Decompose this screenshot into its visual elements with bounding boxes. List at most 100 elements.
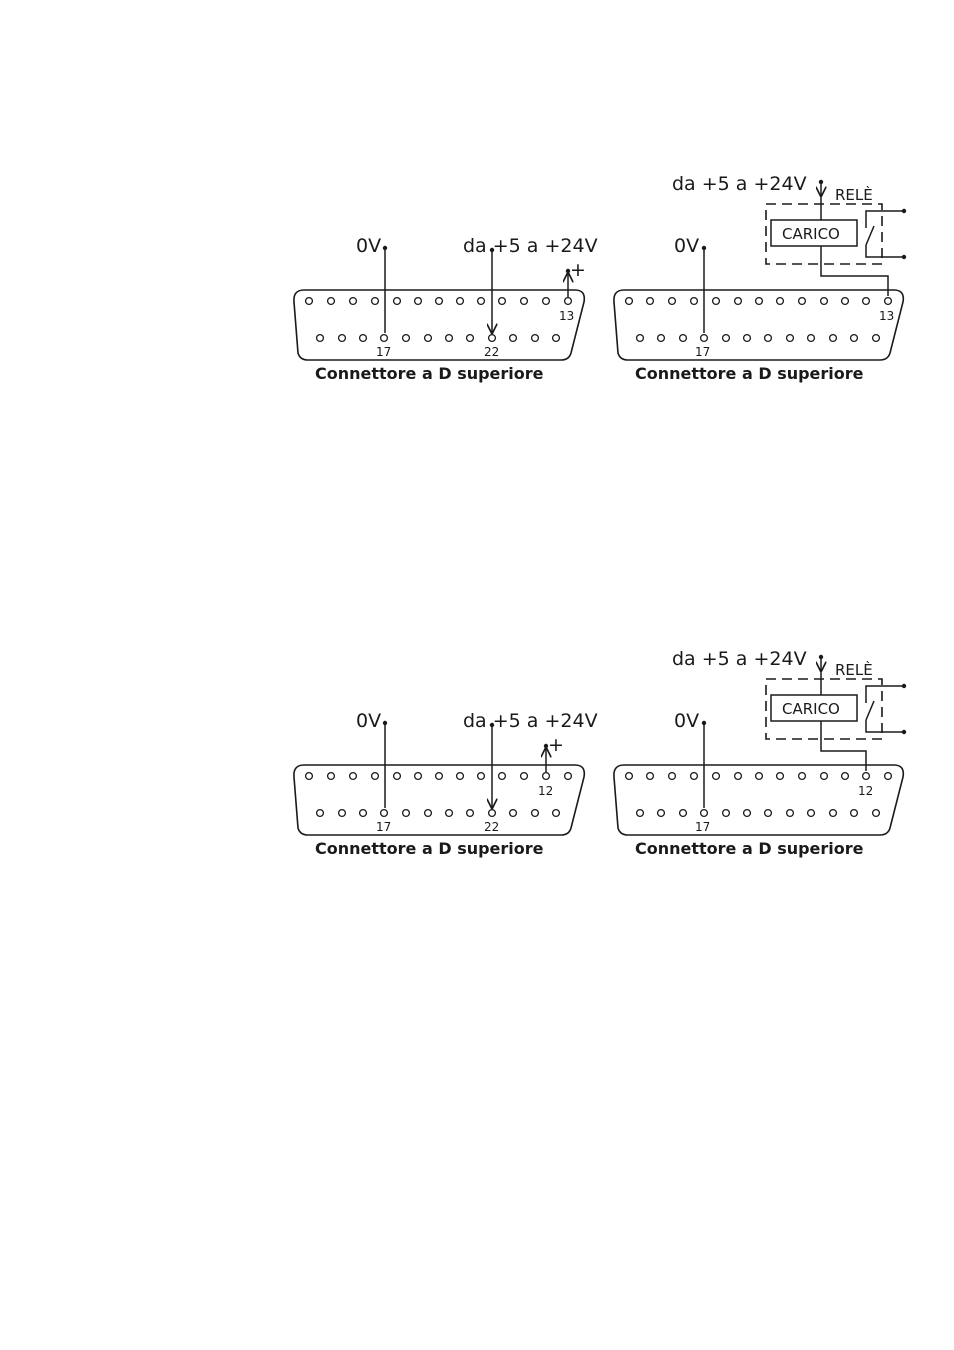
connector-pin <box>370 771 380 781</box>
top-pin-row <box>304 296 573 306</box>
output-terminal <box>565 268 571 274</box>
connector-pin <box>645 771 655 781</box>
ground-label: 0V <box>674 710 699 732</box>
supply-label: da +5 a +24V <box>463 710 598 732</box>
contact-terminal <box>901 683 907 689</box>
connector-pin <box>819 771 829 781</box>
pin-22-label: 22 <box>484 820 499 834</box>
connector-pin <box>656 333 666 343</box>
connector-pin <box>423 808 433 818</box>
connector-pin <box>476 296 486 306</box>
connector-pin <box>699 808 709 818</box>
connector-top-left: 0V da +5 a +24V + 17 22 13 Connettore a … <box>293 235 598 383</box>
connector-pin <box>806 333 816 343</box>
connector-pin <box>348 771 358 781</box>
relay-enclosure <box>765 203 883 265</box>
ground-label: 0V <box>356 710 381 732</box>
connector-pin <box>849 333 859 343</box>
connector-pin <box>819 296 829 306</box>
supply-terminal <box>818 179 824 185</box>
connector-pin <box>635 808 645 818</box>
pin-17-label: 17 <box>376 345 391 359</box>
coil-output-wire <box>820 721 867 771</box>
connector-pin <box>754 771 764 781</box>
connector-pin <box>635 333 645 343</box>
connector-pin <box>358 333 368 343</box>
connector-pin <box>551 808 561 818</box>
connector-pin <box>711 771 721 781</box>
connector-pin <box>304 296 314 306</box>
load-label: CARICO <box>782 225 840 243</box>
connector-pin <box>775 296 785 306</box>
contact-terminal <box>901 254 907 260</box>
ground-terminal <box>701 245 707 251</box>
relay-contact-top <box>865 685 904 703</box>
connector-pin <box>775 771 785 781</box>
connector-pin <box>304 771 314 781</box>
pin-13-label: 13 <box>879 309 894 323</box>
connector-pin <box>487 808 497 818</box>
connector-pin <box>379 808 389 818</box>
connector-pin <box>678 333 688 343</box>
connector-pin <box>840 771 850 781</box>
d-sub-shell <box>293 764 586 836</box>
connector-pin <box>861 296 871 306</box>
connector-pin <box>370 296 380 306</box>
supply-terminal <box>489 247 495 253</box>
relay-contact-top <box>865 210 904 228</box>
connector-pin <box>326 771 336 781</box>
connector-pin <box>563 296 573 306</box>
connector-pin <box>392 771 402 781</box>
connector-pin <box>530 808 540 818</box>
coil-output-wire <box>820 246 889 296</box>
connector-pin <box>487 333 497 343</box>
connector-pin <box>315 333 325 343</box>
connector-top-right: 0V da +5 a +24V RELÈ CARICO 17 13 Connet… <box>613 173 907 383</box>
load-label: CARICO <box>782 700 840 718</box>
connector-pin <box>840 296 850 306</box>
connector-pin <box>861 771 871 781</box>
connector-pin <box>742 333 752 343</box>
pin-17-label: 17 <box>695 345 710 359</box>
contact-terminal <box>901 208 907 214</box>
connector-pin <box>624 296 634 306</box>
relay-contact-blade <box>865 700 875 721</box>
output-terminal <box>543 743 549 749</box>
bottom-pin-row <box>315 333 561 343</box>
connector-pin <box>624 771 634 781</box>
connector-pin <box>711 296 721 306</box>
connector-pin <box>519 296 529 306</box>
contact-terminal <box>901 729 907 735</box>
connector-pin <box>797 771 807 781</box>
load-box <box>770 694 858 722</box>
top-pin-row <box>624 296 893 306</box>
connector-pin <box>785 333 795 343</box>
connector-pin <box>667 296 677 306</box>
connector-pin <box>326 296 336 306</box>
pin-22-label: 22 <box>484 345 499 359</box>
connector-caption: Connettore a D superiore <box>635 364 864 383</box>
supply-terminal <box>489 722 495 728</box>
pin-17-label: 17 <box>376 820 391 834</box>
connector-pin <box>742 808 752 818</box>
connector-pin <box>656 808 666 818</box>
connector-pin <box>883 771 893 781</box>
connector-pin <box>465 808 475 818</box>
connector-pin <box>689 296 699 306</box>
connector-pin <box>379 333 389 343</box>
bottom-pin-row <box>635 333 881 343</box>
connector-pin <box>828 333 838 343</box>
connector-pin <box>733 296 743 306</box>
connector-pin <box>444 808 454 818</box>
connector-pin <box>401 333 411 343</box>
load-box <box>770 219 858 247</box>
connector-bottom-left: 0V da +5 a +24V + 17 22 12 Connettore a … <box>293 710 598 858</box>
connector-pin <box>849 808 859 818</box>
relay-contact-blade <box>865 225 875 246</box>
relay-label: RELÈ <box>835 660 873 679</box>
connector-pin <box>348 296 358 306</box>
top-pin-row <box>304 771 573 781</box>
connector-caption: Connettore a D superiore <box>635 839 864 858</box>
connector-pin <box>721 333 731 343</box>
